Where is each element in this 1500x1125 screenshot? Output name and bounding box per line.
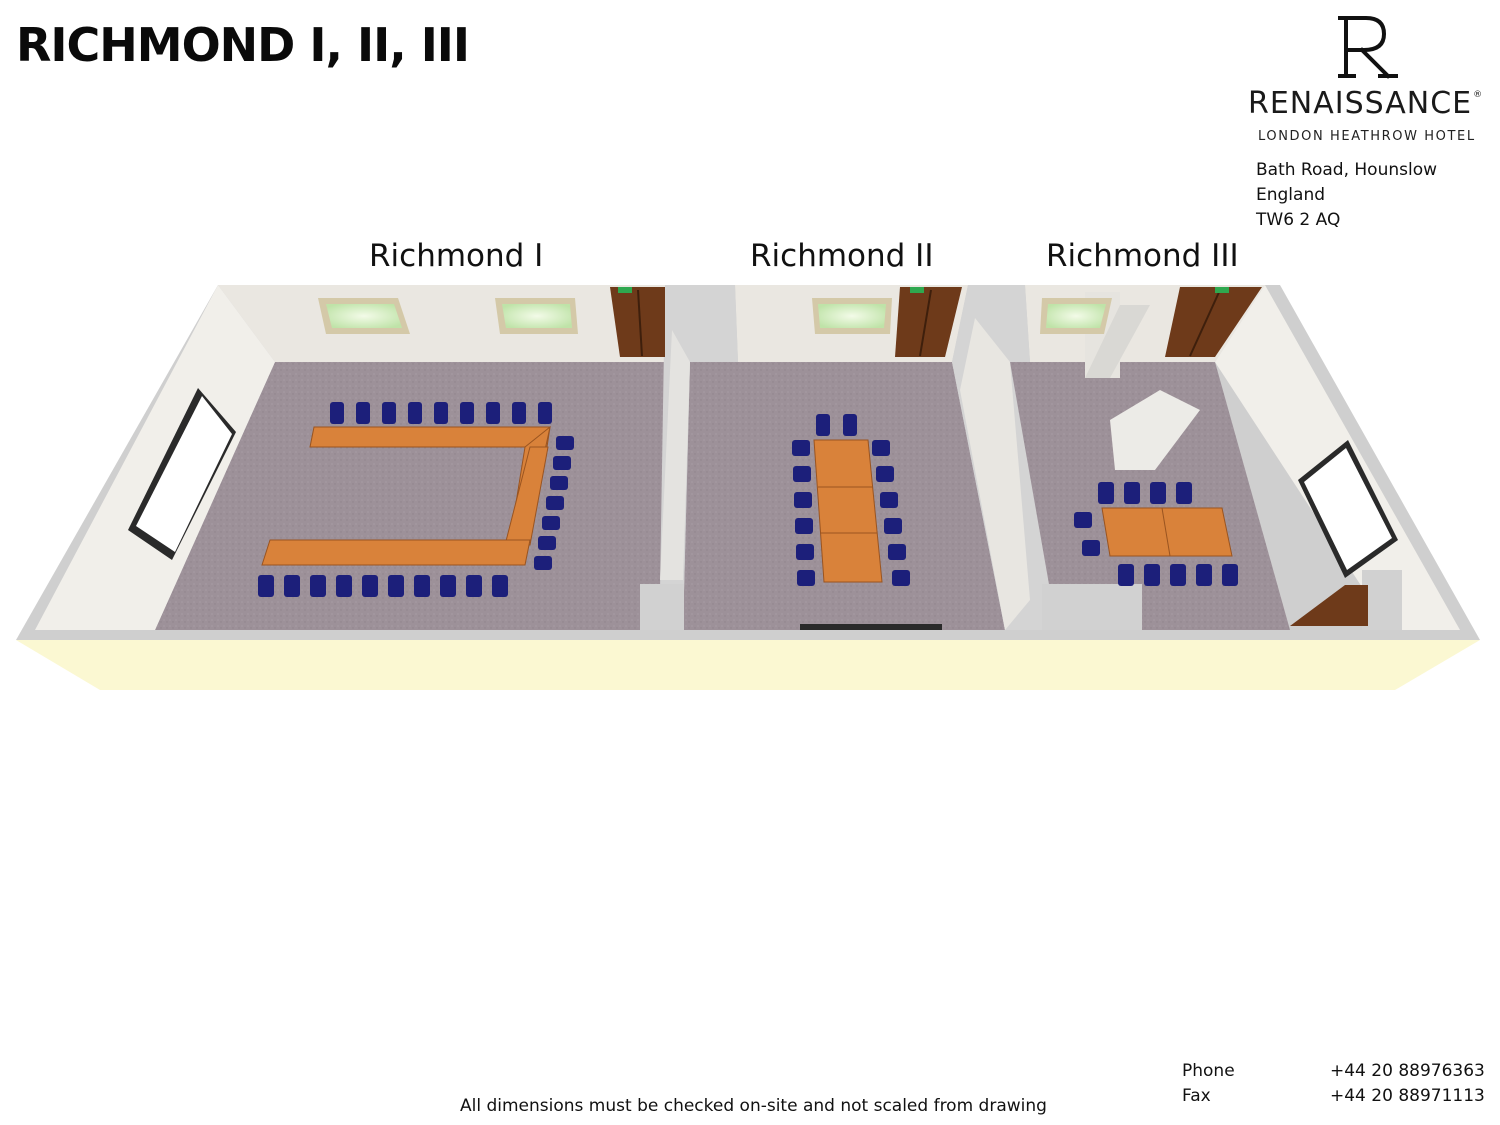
doors xyxy=(610,287,1368,626)
room-1-furniture xyxy=(258,402,574,597)
room-label-richmond-1: Richmond I xyxy=(369,238,544,274)
address-line-1: Bath Road, Hounslow xyxy=(1256,160,1438,180)
phone-value: +44 20 88976363 xyxy=(1330,1061,1485,1081)
phone-label: Phone xyxy=(1182,1061,1235,1081)
room-2-furniture xyxy=(792,414,910,586)
page-title: RICHMOND I, II, III xyxy=(16,18,470,72)
disclaimer: All dimensions must be checked on-site a… xyxy=(460,1096,1047,1116)
brand-name-text: RENAISSANCE xyxy=(1248,86,1473,121)
floor-plan xyxy=(16,285,1480,690)
windows xyxy=(318,298,1112,334)
room-3-furniture xyxy=(1074,482,1238,586)
brand-name: RENAISSANCE® xyxy=(1248,86,1483,121)
registered-mark: ® xyxy=(1473,90,1484,100)
room-label-richmond-3: Richmond III xyxy=(1046,238,1239,274)
fax-value: +44 20 88971113 xyxy=(1330,1086,1485,1106)
renaissance-logo-icon xyxy=(1338,16,1398,79)
address-line-2: England xyxy=(1256,185,1326,205)
brand-subtitle: LONDON HEATHROW HOTEL xyxy=(1258,129,1476,144)
projector-screens xyxy=(128,388,1398,630)
fax-label: Fax xyxy=(1182,1086,1211,1106)
room-label-richmond-2: Richmond II xyxy=(750,238,934,274)
address-line-3: TW6 2 AQ xyxy=(1256,210,1341,230)
